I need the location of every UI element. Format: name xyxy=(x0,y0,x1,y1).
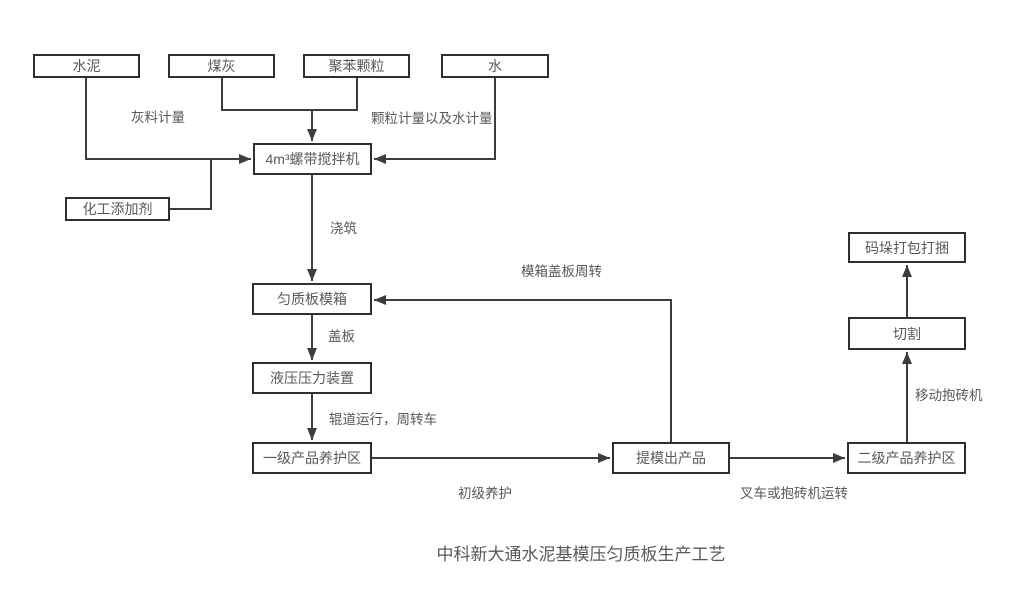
node-stacking-packing: 码垛打包打捆 xyxy=(848,232,966,263)
connector-demold-to-moldbox-feedback xyxy=(374,295,672,442)
node-cement: 水泥 xyxy=(33,54,140,78)
node-cutting: 切割 xyxy=(848,317,966,350)
edge-label-primary-curing: 初级养护 xyxy=(458,486,512,501)
node-homogeneous-board-mold: 匀质板模箱 xyxy=(252,283,372,315)
edge-label-mobile-brick-machine: 移动抱砖机 xyxy=(915,388,983,403)
edge-label-forklift-transfer: 叉车或抱砖机运转 xyxy=(740,486,848,501)
edge-label-pouring: 浇筑 xyxy=(330,221,357,236)
node-demolded-product: 提模出产品 xyxy=(612,442,730,474)
edge-label-roller-transfer: 辊道运行，周转车 xyxy=(329,412,437,427)
connector-cement-to-mixer xyxy=(85,78,251,164)
connector-water-to-mixer xyxy=(374,78,496,164)
edge-label-granule-and-water-metering: 颗粒计量以及水计量 xyxy=(371,111,493,126)
node-secondary-curing-area: 二级产品养护区 xyxy=(847,442,966,474)
node-chemical-additive: 化工添加剂 xyxy=(65,197,170,221)
edge-label-mold-cover-rotation: 模箱盖板周转 xyxy=(521,264,602,279)
node-hydraulic-pressure-device: 液压压力装置 xyxy=(252,362,372,394)
node-coal-ash: 煤灰 xyxy=(168,54,275,78)
node-primary-curing-area: 一级产品养护区 xyxy=(252,442,372,474)
node-polystyrene-granules: 聚苯颗粒 xyxy=(303,54,410,78)
diagram-title: 中科新大通水泥基模压匀质板生产工艺 xyxy=(436,545,726,564)
node-screw-ribbon-mixer: 4m³螺带搅拌机 xyxy=(253,143,372,175)
connector-coalash-polystyrene-merge xyxy=(221,78,358,111)
node-water: 水 xyxy=(441,54,549,78)
edge-label-cover-plate: 盖板 xyxy=(328,329,355,344)
edge-label-ash-metering: 灰料计量 xyxy=(131,110,185,125)
connector-additive-join xyxy=(170,159,212,210)
